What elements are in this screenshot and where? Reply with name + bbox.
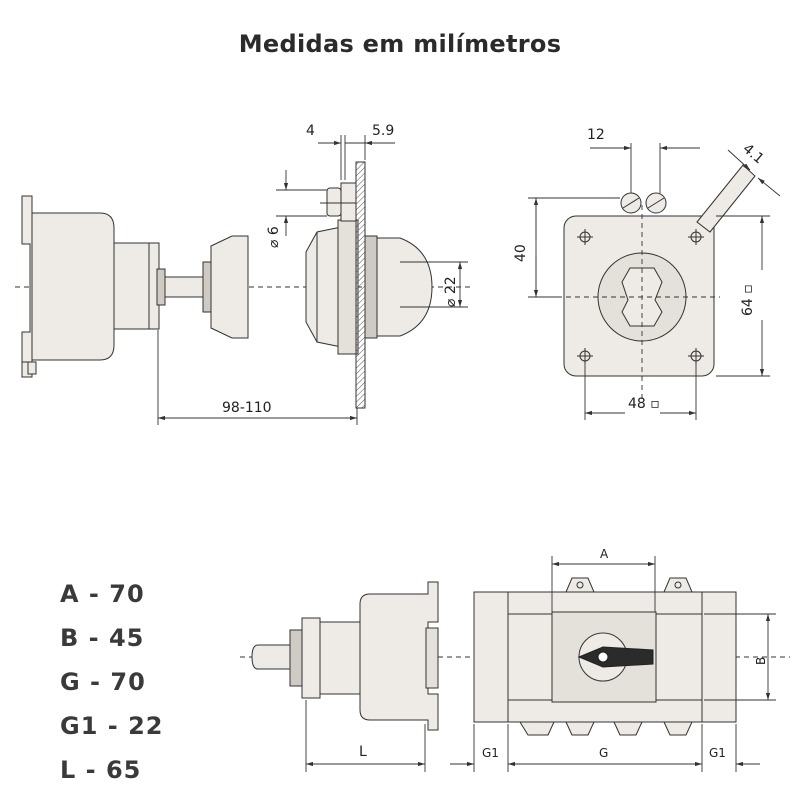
coupling bbox=[210, 235, 249, 339]
dim-48: 48 ▫ bbox=[628, 396, 660, 412]
dim-B: B bbox=[754, 657, 768, 665]
front-knob bbox=[364, 237, 433, 337]
dim-G1-right: G1 bbox=[709, 746, 726, 760]
dim-diameter-6: ⌀ 6 bbox=[266, 226, 282, 248]
dim-diameter-22: ⌀ 22 bbox=[443, 276, 459, 307]
legend-item-G: G - 70 bbox=[60, 668, 146, 696]
switch-flange bbox=[113, 242, 160, 330]
legend-item-L: L - 65 bbox=[60, 756, 142, 784]
bottom-body bbox=[359, 581, 439, 731]
dim-40: 40 bbox=[513, 244, 529, 262]
dim-98-110: 98-110 bbox=[222, 400, 272, 416]
extension-shaft bbox=[164, 276, 206, 298]
dim-4-1: 4.1 bbox=[739, 141, 766, 168]
slot bbox=[696, 164, 756, 233]
dim-4: 4 bbox=[306, 123, 315, 139]
dimension-legend: A - 70 B - 45 G - 70 G1 - 22 L - 65 bbox=[60, 578, 180, 798]
fixing-screw bbox=[326, 187, 342, 217]
bottom-shaft bbox=[251, 644, 293, 670]
side-view: 4 5.9 ⌀ 6 ⌀ 22 98-110 bbox=[15, 123, 470, 425]
dim-5-9: 5.9 bbox=[372, 123, 394, 139]
bottom-side-view: L bbox=[240, 581, 790, 772]
switch-body bbox=[21, 195, 115, 378]
dim-L: L bbox=[359, 744, 367, 760]
page-title: Medidas em milímetros bbox=[238, 30, 562, 58]
dim-64: 64 ▫ bbox=[740, 284, 756, 316]
legend-item-A: A - 70 bbox=[60, 580, 145, 608]
dim-G: G bbox=[599, 746, 608, 760]
front-view: 12 4.1 40 48 ▫ 64 ▫ bbox=[513, 127, 781, 420]
dim-G1-left: G1 bbox=[482, 746, 499, 760]
legend-item-B: B - 45 bbox=[60, 624, 145, 652]
bottom-front-view: A B G1 G G1 bbox=[450, 547, 776, 772]
door-panel bbox=[355, 161, 366, 409]
knob-handle bbox=[577, 646, 654, 668]
legend-item-G1: G1 - 22 bbox=[60, 712, 164, 740]
dim-A: A bbox=[600, 547, 609, 561]
dim-12: 12 bbox=[587, 127, 605, 143]
